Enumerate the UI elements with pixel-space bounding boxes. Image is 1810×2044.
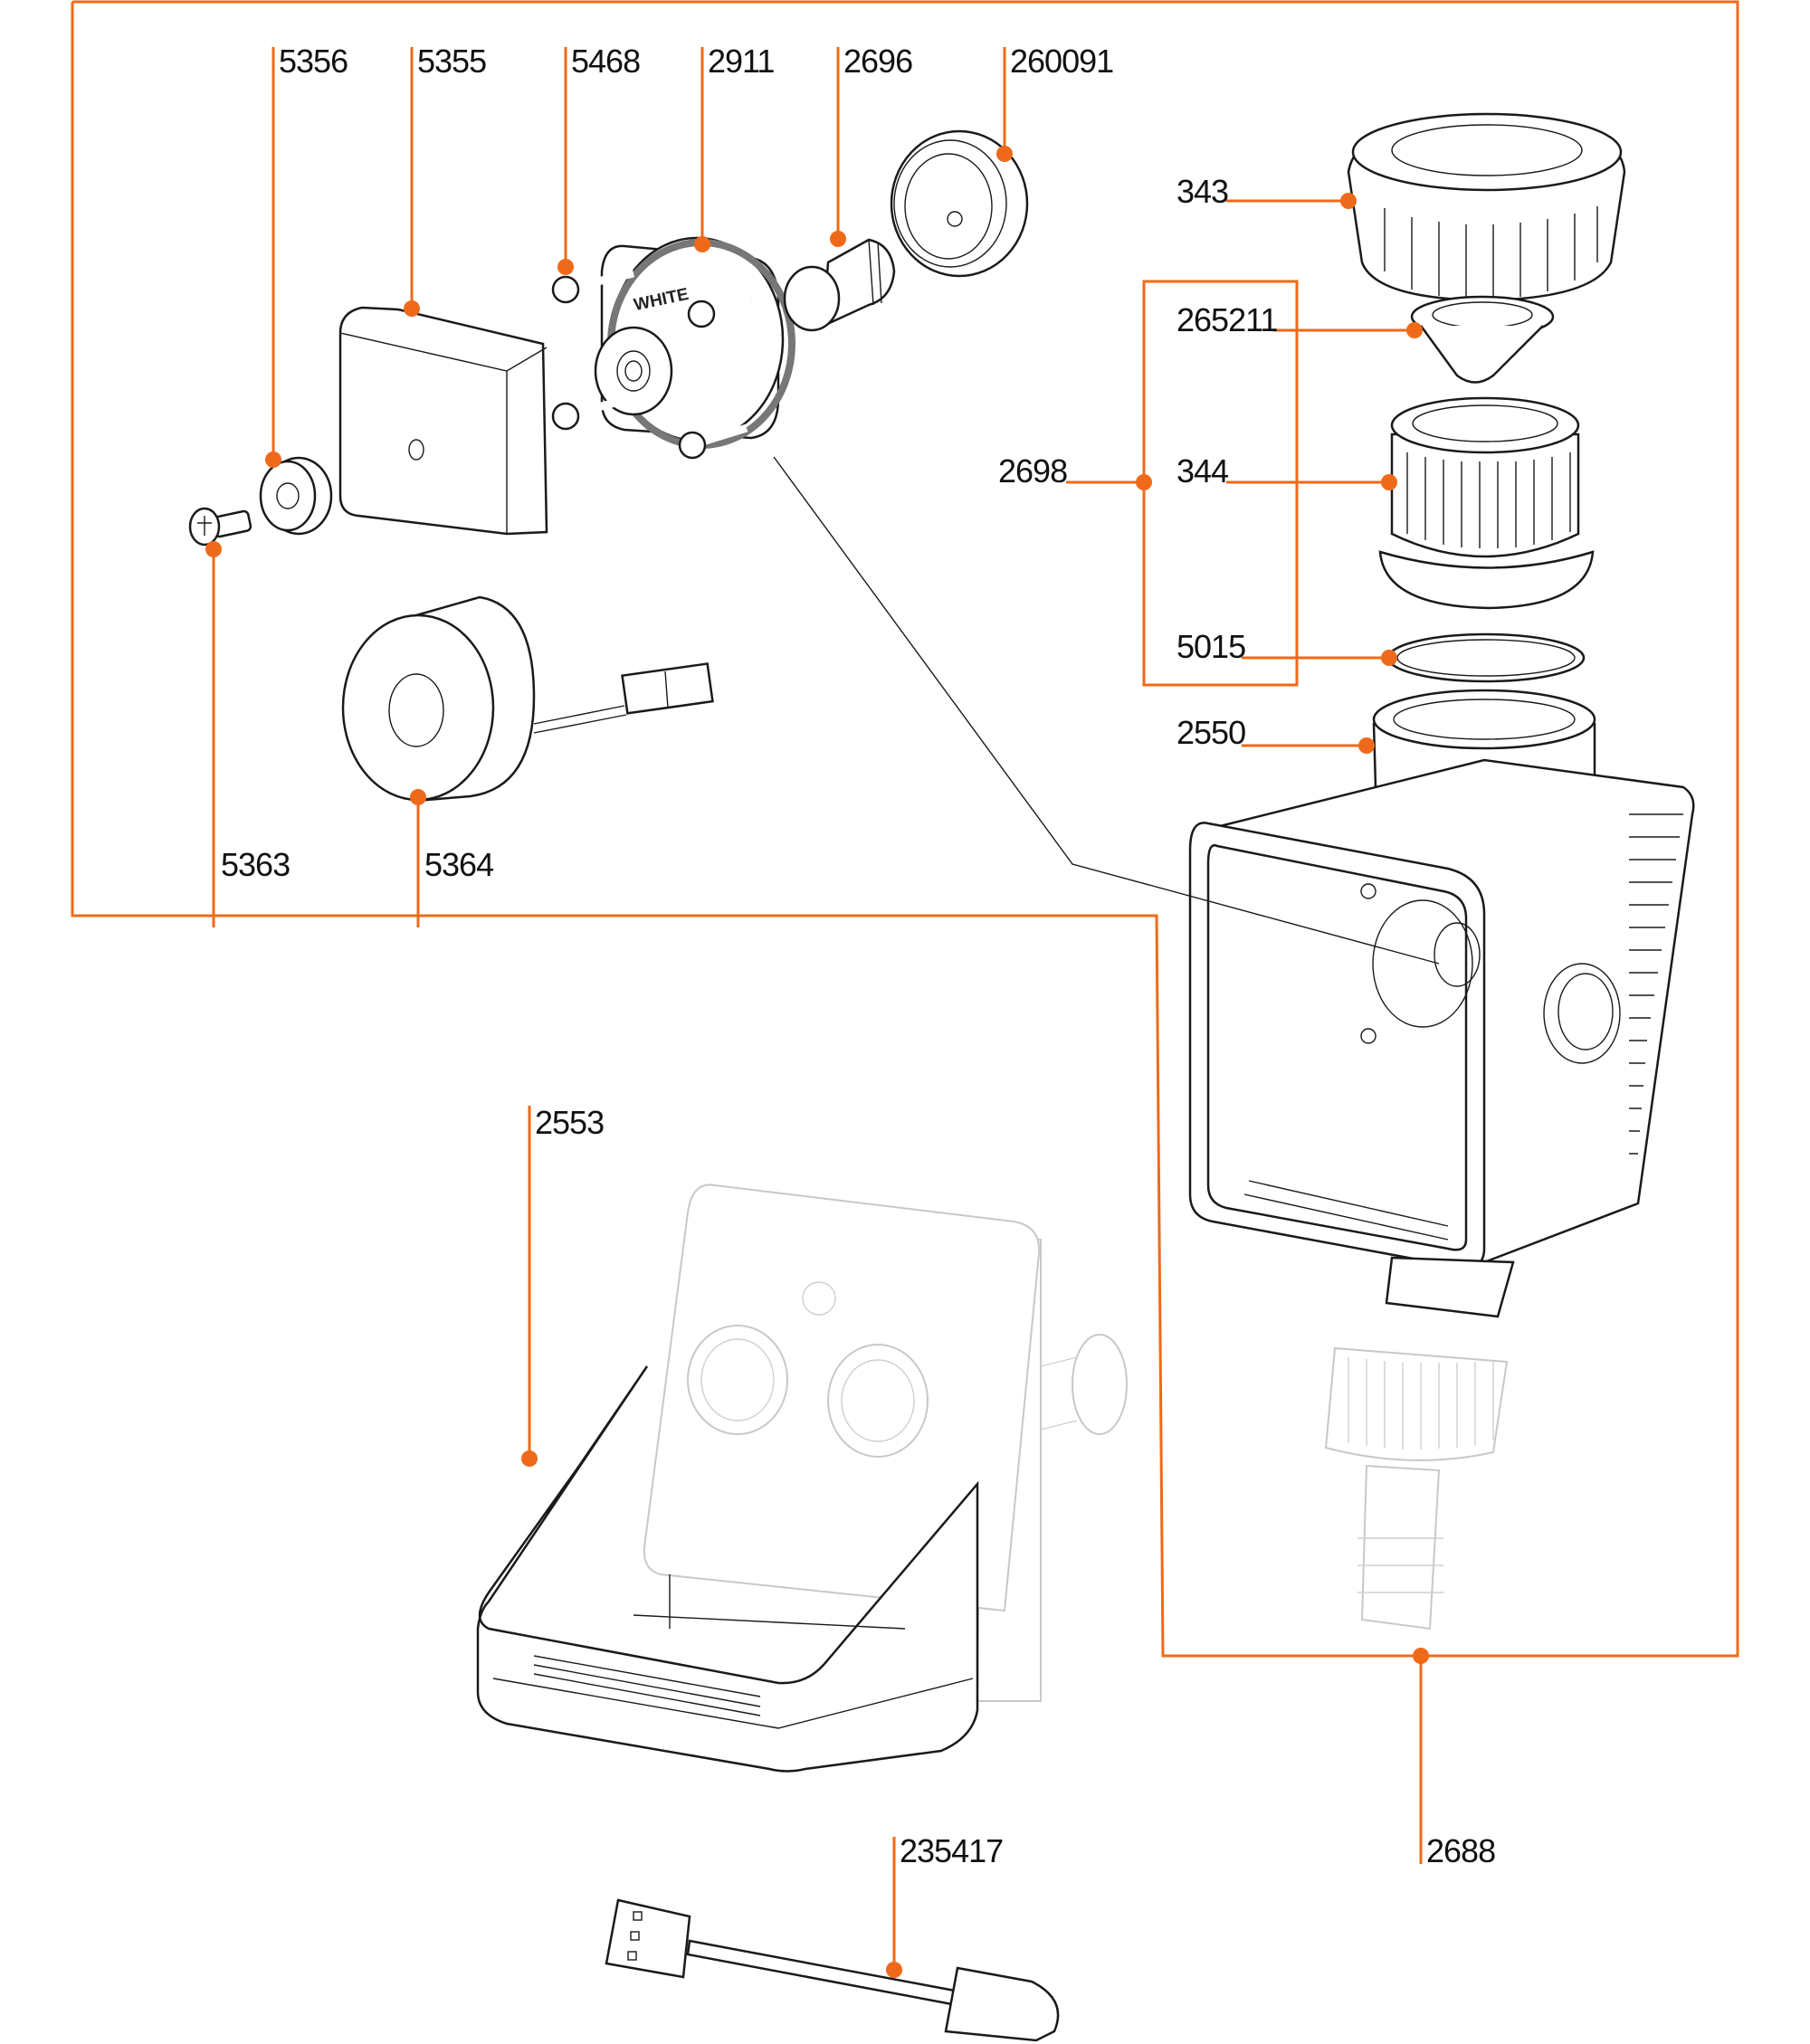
- leader-260091: [996, 47, 1013, 162]
- part-5363-screw: [188, 507, 252, 547]
- part-343-union-nut: [1347, 112, 1626, 302]
- part-controller-box-faded: [643, 1184, 1128, 1702]
- leader-5356: [265, 47, 281, 468]
- leader-2911: [694, 47, 710, 252]
- part-2911-valve-body: WHITE: [594, 236, 795, 449]
- assembly-guide-line: [773, 456, 1440, 965]
- assembly-frame-2688: [71, 0, 1739, 1658]
- leader-5355: [404, 47, 420, 317]
- leader-2688: [1413, 1648, 1429, 1864]
- part-235417-sensor-cable: [605, 1898, 1060, 2042]
- label-2688: 2688: [1426, 1832, 1495, 1869]
- leader-2550: [1242, 737, 1375, 754]
- label-344: 344: [1176, 452, 1228, 490]
- part-5015-o-ring: [1386, 632, 1586, 683]
- leader-5363: [205, 541, 222, 927]
- leader-343: [1226, 193, 1357, 209]
- part-344-threaded-adapter: [1378, 396, 1595, 610]
- label-265211: 265211: [1176, 301, 1277, 338]
- part-housing: [1188, 758, 1695, 1318]
- label-5364: 5364: [424, 846, 493, 883]
- label-2550: 2550: [1176, 714, 1245, 751]
- label-5355: 5355: [417, 43, 486, 80]
- leader-2553: [521, 1106, 538, 1467]
- leader-235417: [886, 1837, 902, 1978]
- part-5356-washer: [259, 456, 333, 536]
- part-2696-plunger: [783, 238, 896, 332]
- leader-5015: [1242, 650, 1397, 666]
- part-tap-adapter-faded: [1324, 1346, 1509, 1630]
- label-2698: 2698: [998, 452, 1067, 490]
- leader-5468: [557, 47, 574, 275]
- label-2696: 2696: [843, 43, 912, 80]
- label-343: 343: [1176, 173, 1228, 210]
- label-5468: 5468: [571, 43, 640, 80]
- leader-2696: [830, 47, 846, 247]
- part-260091-diaphragm: [890, 129, 1029, 278]
- label-260091: 260091: [1010, 43, 1113, 80]
- leader-5364: [410, 789, 426, 927]
- label-235417: 235417: [900, 1832, 1003, 1869]
- part-265211-insert: [1410, 295, 1555, 384]
- part-5468-screws: [551, 269, 753, 460]
- part-5355-cover-plate: [338, 306, 548, 536]
- label-5356: 5356: [279, 43, 348, 80]
- leader-2698: [1066, 280, 1299, 687]
- label-2911: 2911: [708, 43, 774, 80]
- part-5364-solenoid-coil: [341, 595, 714, 803]
- label-2553: 2553: [535, 1104, 604, 1141]
- label-5015: 5015: [1176, 628, 1245, 665]
- leader-344: [1226, 474, 1397, 490]
- part-2553-holder-bracket: [476, 1365, 979, 1773]
- label-5363: 5363: [221, 846, 290, 883]
